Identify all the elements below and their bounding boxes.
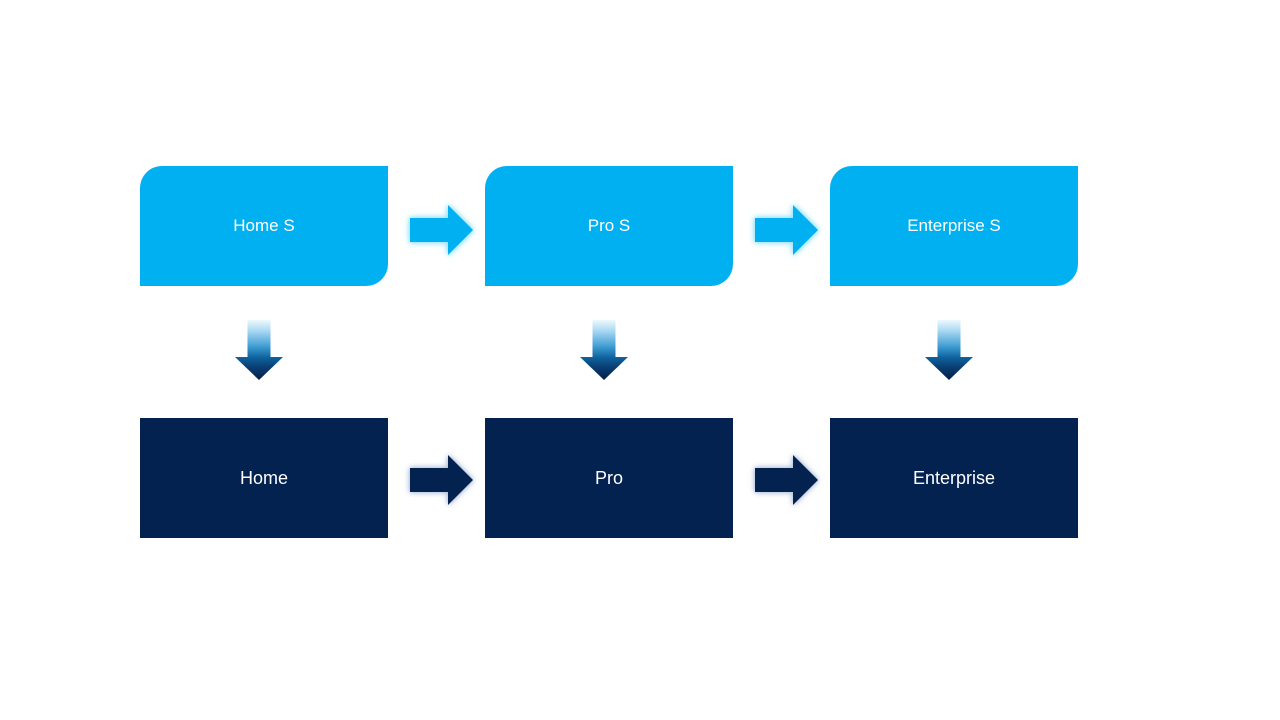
box-enterprise: Enterprise [830,418,1078,538]
box-pro-s: Pro S [485,166,733,286]
right-arrow-icon [410,205,473,255]
box-home: Home [140,418,388,538]
box-home-s-label: Home S [233,216,295,235]
down-arrow-icon [925,320,973,380]
right-arrow-icon [755,455,818,505]
right-arrow-icon [755,205,818,255]
box-pro-label: Pro [594,467,623,488]
box-home-s: Home S [140,166,388,286]
box-enterprise-s: Enterprise S [830,166,1078,286]
right-arrow-icon [410,455,473,505]
box-home-label: Home [239,467,288,488]
box-pro: Pro [485,418,733,538]
box-pro-s-label: Pro S [587,216,631,235]
box-enterprise-s-label: Enterprise S [907,216,1001,235]
box-enterprise-label: Enterprise [912,467,996,488]
down-arrow-icon [580,320,628,380]
down-arrow-icon [235,320,283,380]
